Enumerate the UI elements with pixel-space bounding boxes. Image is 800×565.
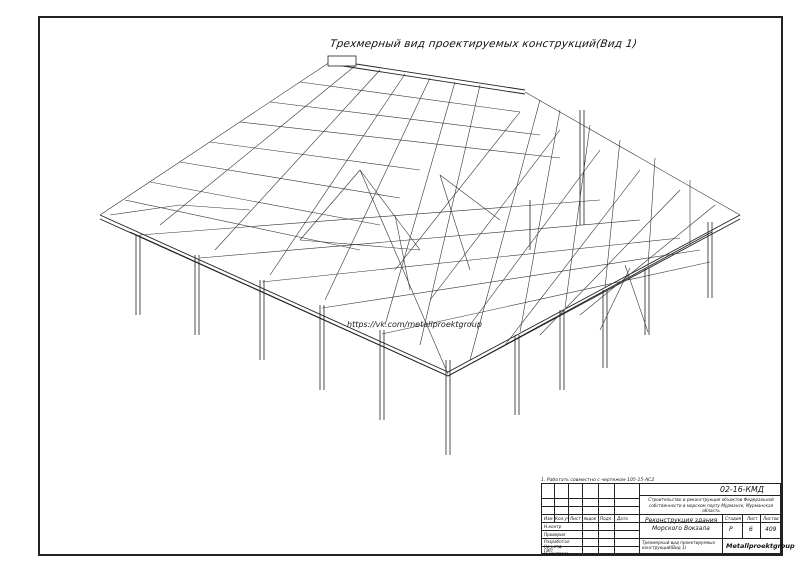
document-code: 02-16-КМД xyxy=(720,485,764,494)
columns xyxy=(135,110,713,455)
stage-header: Стадия xyxy=(725,516,742,521)
role-n-kontr: Н.контр xyxy=(544,524,562,529)
role-gip: ГИП xyxy=(544,548,553,553)
drawing-frame xyxy=(38,16,783,556)
col-header-sign: Подп. xyxy=(600,516,613,521)
role-n-control: Н.контроль xyxy=(544,551,570,556)
sheet-header: Лист xyxy=(747,516,758,521)
drawing-note: 1. Работать совместно с чертежом 105-15-… xyxy=(541,478,655,483)
sheets-header: Листов xyxy=(763,516,779,521)
watermark-url: https://vk.com/metallproektgroup xyxy=(347,320,482,329)
role-head-dept: Нач.отд. xyxy=(544,544,563,549)
title-block: 02-16-КМД Строительство и реконструкция … xyxy=(541,483,795,556)
object-name-line2: Морского Вокзала xyxy=(652,525,710,532)
role-developed: Разработал xyxy=(544,539,570,544)
col-header-doc: №док xyxy=(584,516,597,521)
ridge-vent xyxy=(327,55,357,67)
stage-value: Р xyxy=(729,526,733,533)
project-description: Строительство и реконструкция объектов Ф… xyxy=(648,497,774,513)
col-header-list: Лист xyxy=(570,516,581,521)
col-header-date: Дата xyxy=(617,516,628,521)
sheets-value: 409 xyxy=(765,526,777,533)
role-checked: Проверил xyxy=(544,532,566,537)
sheet-name: Трехмерный вид проектируемых конструкций… xyxy=(642,540,716,550)
company-name: Metallproektgroup xyxy=(726,542,795,550)
eaves-beams xyxy=(99,59,741,377)
sheet-value: 6 xyxy=(749,526,753,533)
rafters xyxy=(99,61,741,375)
object-name-line1: Реконструкция здания xyxy=(645,517,718,524)
col-header-kol: Кол.уч xyxy=(555,516,570,521)
col-header-izm: Изм xyxy=(544,516,553,521)
